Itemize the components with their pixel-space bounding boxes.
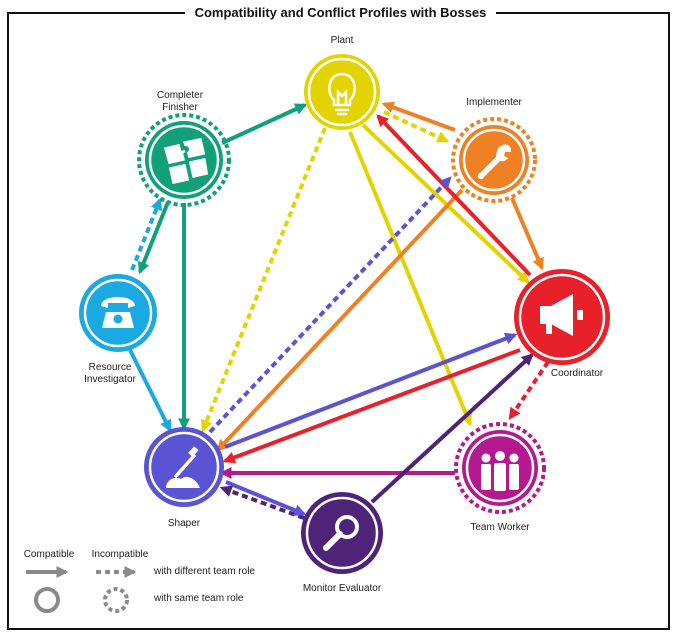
node-implementer[interactable]	[451, 117, 537, 203]
legend-different-role-label: with different team role	[154, 566, 255, 577]
arrow-implementer-to-coordinator	[510, 197, 544, 271]
node-shaper[interactable]	[144, 427, 224, 507]
legend-compatible-label: Compatible	[23, 549, 75, 560]
node-monitor-evaluator[interactable]	[301, 492, 383, 574]
arrow-plant-to-shaper	[201, 127, 327, 433]
node-completer-finisher[interactable]	[137, 113, 231, 207]
label-completer-finisher-line1: Completer	[156, 90, 204, 101]
arrow-plant-to-coordinator	[361, 123, 530, 284]
arrow-shaper-to-monitor-evaluator	[225, 480, 307, 516]
label-plant: Plant	[330, 35, 354, 46]
legend	[26, 566, 137, 613]
arrow-shaper-to-coordinator	[224, 332, 518, 449]
arrow-monitor-evaluator-to-coordinator	[370, 353, 534, 504]
legend-compatible-ring	[34, 587, 60, 613]
arrow-plant-to-team-worker	[348, 131, 472, 427]
arrow-completer-finisher-to-plant	[221, 103, 308, 145]
label-implementer: Implementer	[466, 97, 522, 108]
node-coordinator[interactable]	[514, 269, 610, 365]
puzzle-icon	[162, 136, 210, 186]
node-team-worker[interactable]	[454, 422, 546, 514]
diagram-title: Compatibility and Conflict Profiles with…	[184, 5, 497, 20]
arrow-plant-to-implementer	[383, 110, 450, 143]
label-resource-investigator: Resource Investigator	[60, 362, 160, 386]
label-monitor-evaluator: Monitor Evaluator	[302, 583, 382, 594]
arrow-implementer-to-plant	[381, 101, 456, 132]
magnifier-icon	[323, 515, 359, 551]
hammer-icon	[166, 446, 200, 488]
arrow-monitor-evaluator-to-shaper	[219, 485, 305, 520]
legend-same-role-label: with same team role	[154, 593, 244, 604]
arrow-shaper-to-implementer	[208, 176, 452, 434]
legend-incompatible-label: Incompatible	[91, 549, 149, 560]
arrow-coordinator-to-plant	[376, 114, 532, 277]
label-coordinator: Coordinator	[550, 368, 604, 379]
arrow-resource-investigator-to-completer-finisher	[130, 197, 163, 271]
people-icon	[481, 451, 519, 491]
arrow-coordinator-to-team-worker	[508, 360, 550, 420]
arrow-completer-finisher-to-resource-investigator	[137, 201, 170, 275]
telephone-icon	[101, 297, 135, 328]
label-shaper: Shaper	[167, 518, 201, 529]
wrench-icon	[477, 144, 512, 180]
label-completer-finisher-line2: Finisher	[162, 102, 198, 113]
label-team-worker: Team Worker	[470, 522, 530, 533]
label-completer-finisher: Completer Finisher	[130, 90, 230, 114]
arrow-coordinator-to-shaper	[222, 348, 521, 464]
arrow-resource-investigator-to-shaper	[128, 349, 172, 433]
node-resource-investigator[interactable]	[79, 274, 157, 352]
diagram-title-wrap: Compatibility and Conflict Profiles with…	[0, 4, 681, 22]
label-resource-investigator-line1: Resource	[88, 362, 132, 373]
legend-incompatible-ring	[103, 587, 129, 613]
lightbulb-icon	[328, 72, 356, 116]
megaphone-icon	[540, 294, 583, 336]
node-plant[interactable]	[304, 54, 380, 130]
arrow-implementer-to-shaper	[216, 188, 464, 452]
label-resource-investigator-line2: Investigator	[84, 374, 136, 385]
